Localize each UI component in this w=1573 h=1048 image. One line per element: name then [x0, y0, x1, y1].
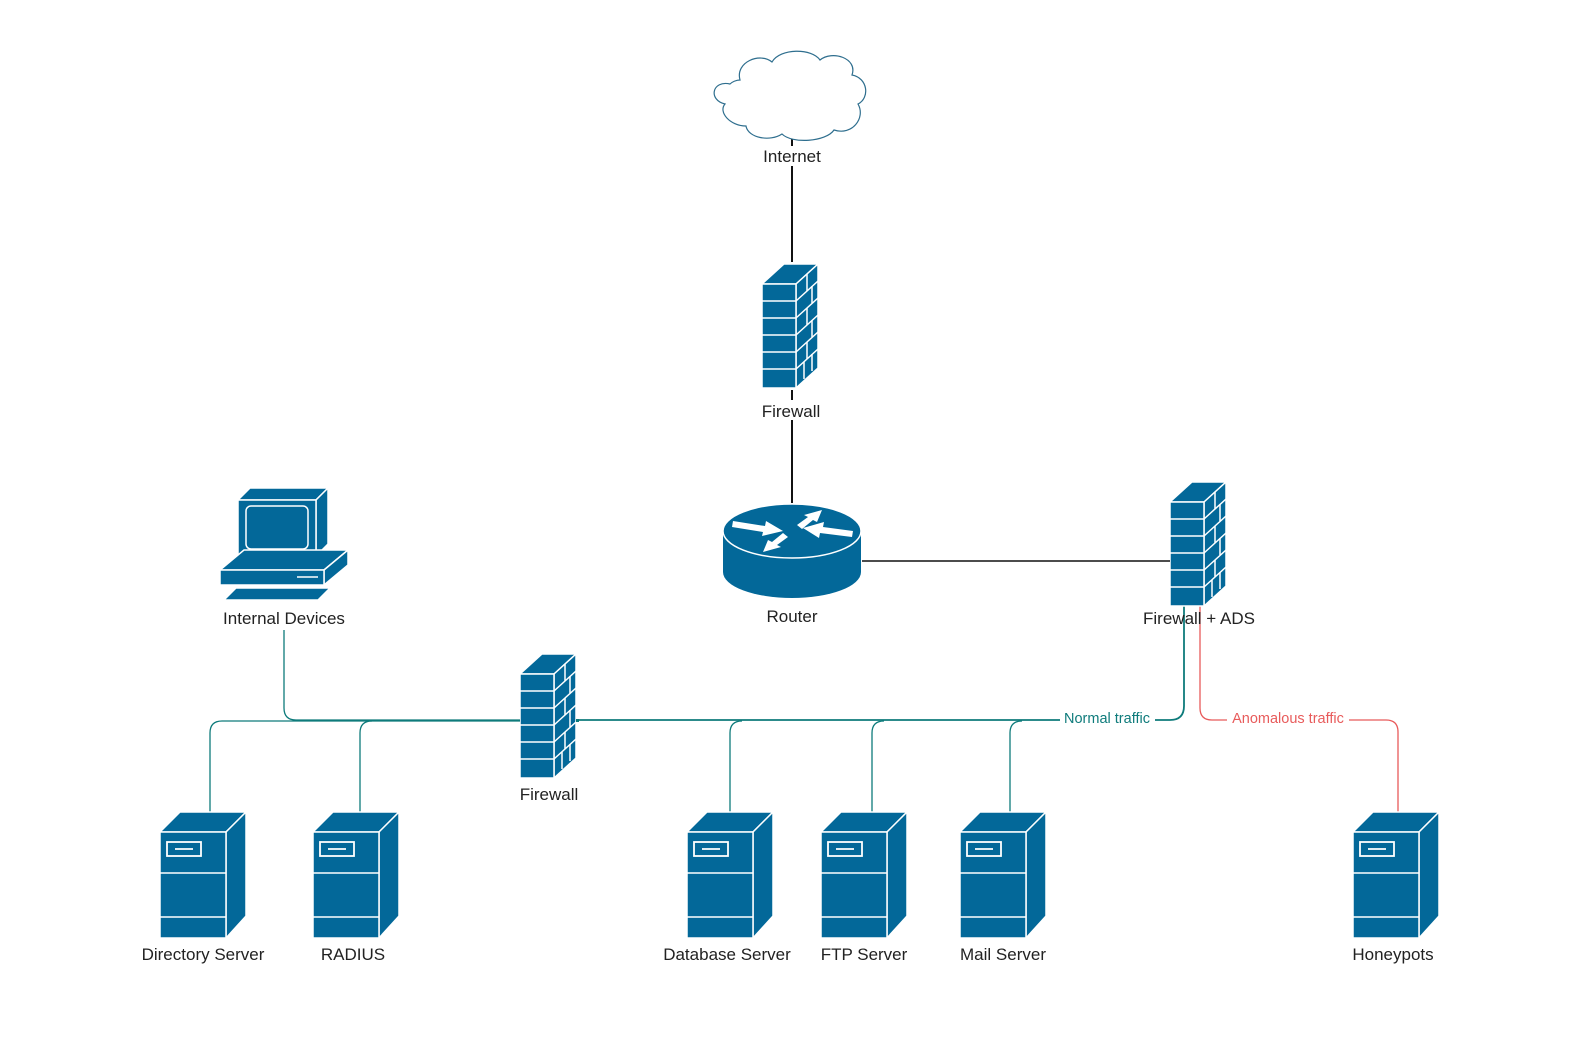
firewall-icon	[1170, 481, 1226, 607]
node-honeypots[interactable]: Honeypots	[1352, 811, 1440, 964]
server-icon	[159, 811, 247, 939]
node-label: Internal Devices	[223, 609, 345, 628]
node-label: Router	[766, 607, 817, 626]
edge-firewall-ads-normal-traffic	[577, 605, 1185, 721]
server-icon	[959, 811, 1047, 939]
node-label: Mail Server	[960, 945, 1046, 964]
node-directory-server[interactable]: Directory Server	[142, 811, 265, 964]
cloud-icon	[713, 50, 867, 141]
node-firewall-internal[interactable]: Firewall	[520, 653, 579, 804]
node-label: Internet	[763, 147, 821, 166]
firewall-icon	[762, 263, 818, 389]
edge-mail-server	[1009, 720, 1023, 812]
node-firewall-top[interactable]: Firewall	[758, 263, 824, 421]
node-label: Firewall + ADS	[1143, 609, 1255, 628]
workstation-icon	[217, 486, 351, 601]
node-internet[interactable]: Internet	[713, 50, 867, 166]
node-label: RADIUS	[321, 945, 385, 964]
node-database-server[interactable]: Database Server	[663, 811, 791, 964]
node-ftp-server[interactable]: FTP Server	[820, 811, 908, 964]
node-label: FTP Server	[821, 945, 908, 964]
node-label: Firewall	[520, 785, 579, 804]
edge-database-server	[729, 720, 743, 812]
node-firewall-ads[interactable]: Firewall + ADS	[1143, 481, 1255, 628]
node-internal-devices[interactable]: Internal Devices	[217, 486, 351, 628]
node-label: Directory Server	[142, 945, 265, 964]
edge-directory-server	[209, 720, 522, 812]
edge-internal-devices	[283, 630, 522, 721]
server-icon	[820, 811, 908, 939]
node-label: Firewall	[762, 402, 821, 421]
edge-radius	[359, 720, 373, 812]
router-icon	[722, 503, 862, 598]
node-radius[interactable]: RADIUS	[312, 811, 400, 964]
node-label: Database Server	[663, 945, 791, 964]
firewall-icon	[520, 653, 576, 779]
edge-label-normal-traffic: Normal traffic	[1064, 711, 1150, 727]
edge-label-anomalous-traffic: Anomalous traffic	[1232, 711, 1344, 727]
server-icon	[1352, 811, 1440, 939]
node-mail-server[interactable]: Mail Server	[959, 811, 1047, 964]
edge-ftp-server	[871, 720, 885, 812]
server-icon	[312, 811, 400, 939]
node-router[interactable]: Router	[722, 503, 862, 626]
server-icon	[686, 811, 774, 939]
node-label: Honeypots	[1352, 945, 1433, 964]
